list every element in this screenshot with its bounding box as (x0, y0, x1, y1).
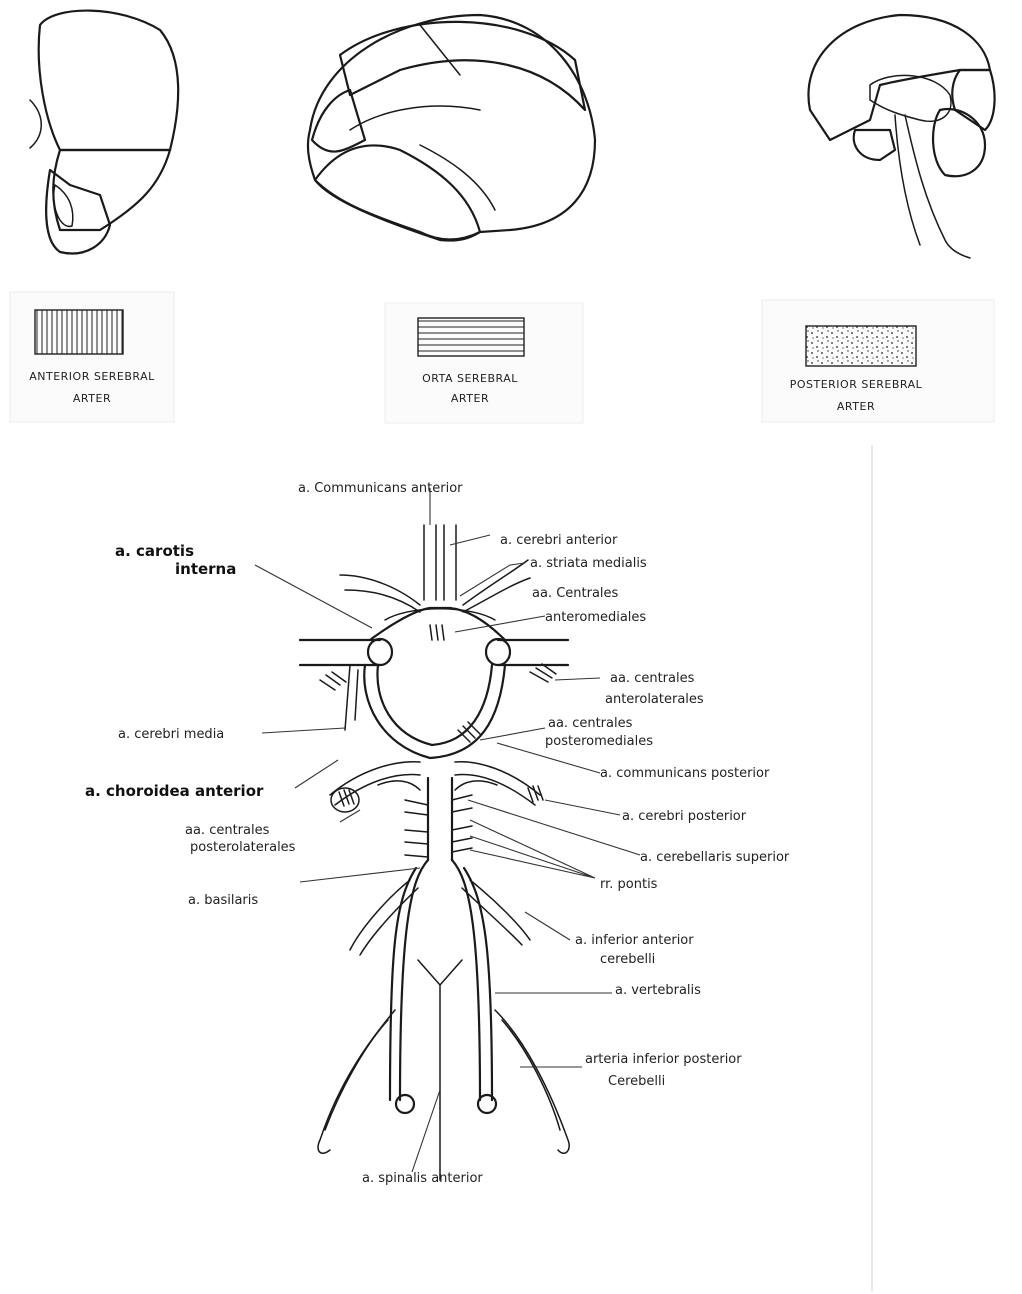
label-cerebri-posterior: a. cerebri posterior (622, 809, 747, 824)
legend-anterior-line2: ARTER (73, 392, 111, 405)
brain-frontal-view (30, 11, 178, 254)
anterior-cerebral-arteries (424, 525, 456, 600)
brain-lateral-view (308, 15, 595, 241)
legend-posterior-line1: POSTERIOR SEREBRAL (790, 378, 923, 391)
label-striata-medialis: a. striata medialis (530, 556, 647, 571)
legend-middle-line2: ARTER (451, 392, 489, 405)
label-carotis-interna-2: interna (175, 560, 236, 578)
label-vertebralis: a. vertebralis (615, 983, 701, 998)
label-inferior-anterior-cerebelli-1: a. inferior anterior (575, 933, 694, 948)
label-inferior-posterior-cerebelli-2: Cerebelli (608, 1074, 665, 1089)
label-centrales-posteromediales-2: posteromediales (545, 734, 653, 749)
label-cerebellaris-superior: a. cerebellaris superior (640, 850, 790, 865)
label-cerebri-anterior: a. cerebri anterior (500, 533, 618, 548)
label-centrales-posteromediales-1: aa. centrales (548, 716, 633, 731)
label-communicans-posterior: a. communicans posterior (600, 766, 770, 781)
circle-of-willis: a. Communicans anterior a. carotis inter… (85, 445, 872, 1292)
label-carotis-interna-1: a. carotis (115, 542, 194, 560)
label-centrales-posterolaterales-1: aa. centrales (185, 823, 270, 838)
legend-anterior-line1: ANTERIOR SEREBRAL (29, 370, 155, 383)
label-spinalis-anterior: a. spinalis anterior (362, 1171, 483, 1186)
label-centrales-anteromediales-1: aa. Centrales (532, 586, 619, 601)
legend-middle: ORTA SEREBRAL ARTER (385, 303, 583, 423)
label-inferior-anterior-cerebelli-2: cerebelli (600, 952, 655, 967)
label-choroidea-anterior: a. choroidea anterior (85, 782, 264, 800)
brain-medial-view (808, 15, 994, 258)
label-cerebri-media: a. cerebri media (118, 727, 224, 742)
label-centrales-posterolaterales-2: posterolaterales (190, 840, 296, 855)
legend-posterior-line2: ARTER (837, 400, 875, 413)
legend-middle-line1: ORTA SEREBRAL (422, 372, 518, 385)
legend-anterior: ANTERIOR SEREBRAL ARTER (10, 292, 174, 422)
legend-posterior: POSTERIOR SEREBRAL ARTER (762, 300, 994, 422)
label-basilaris: a. basilaris (188, 893, 258, 908)
label-rr-pontis: rr. pontis (600, 877, 658, 892)
label-centrales-anterolaterales-1: aa. centrales (610, 671, 695, 686)
label-centrales-anteromediales-2: anteromediales (545, 610, 646, 625)
label-communicans-anterior: a. Communicans anterior (298, 481, 463, 496)
label-inferior-posterior-cerebelli-1: arteria inferior posterior (585, 1052, 742, 1067)
label-centrales-anterolaterales-2: anterolaterales (605, 692, 704, 707)
